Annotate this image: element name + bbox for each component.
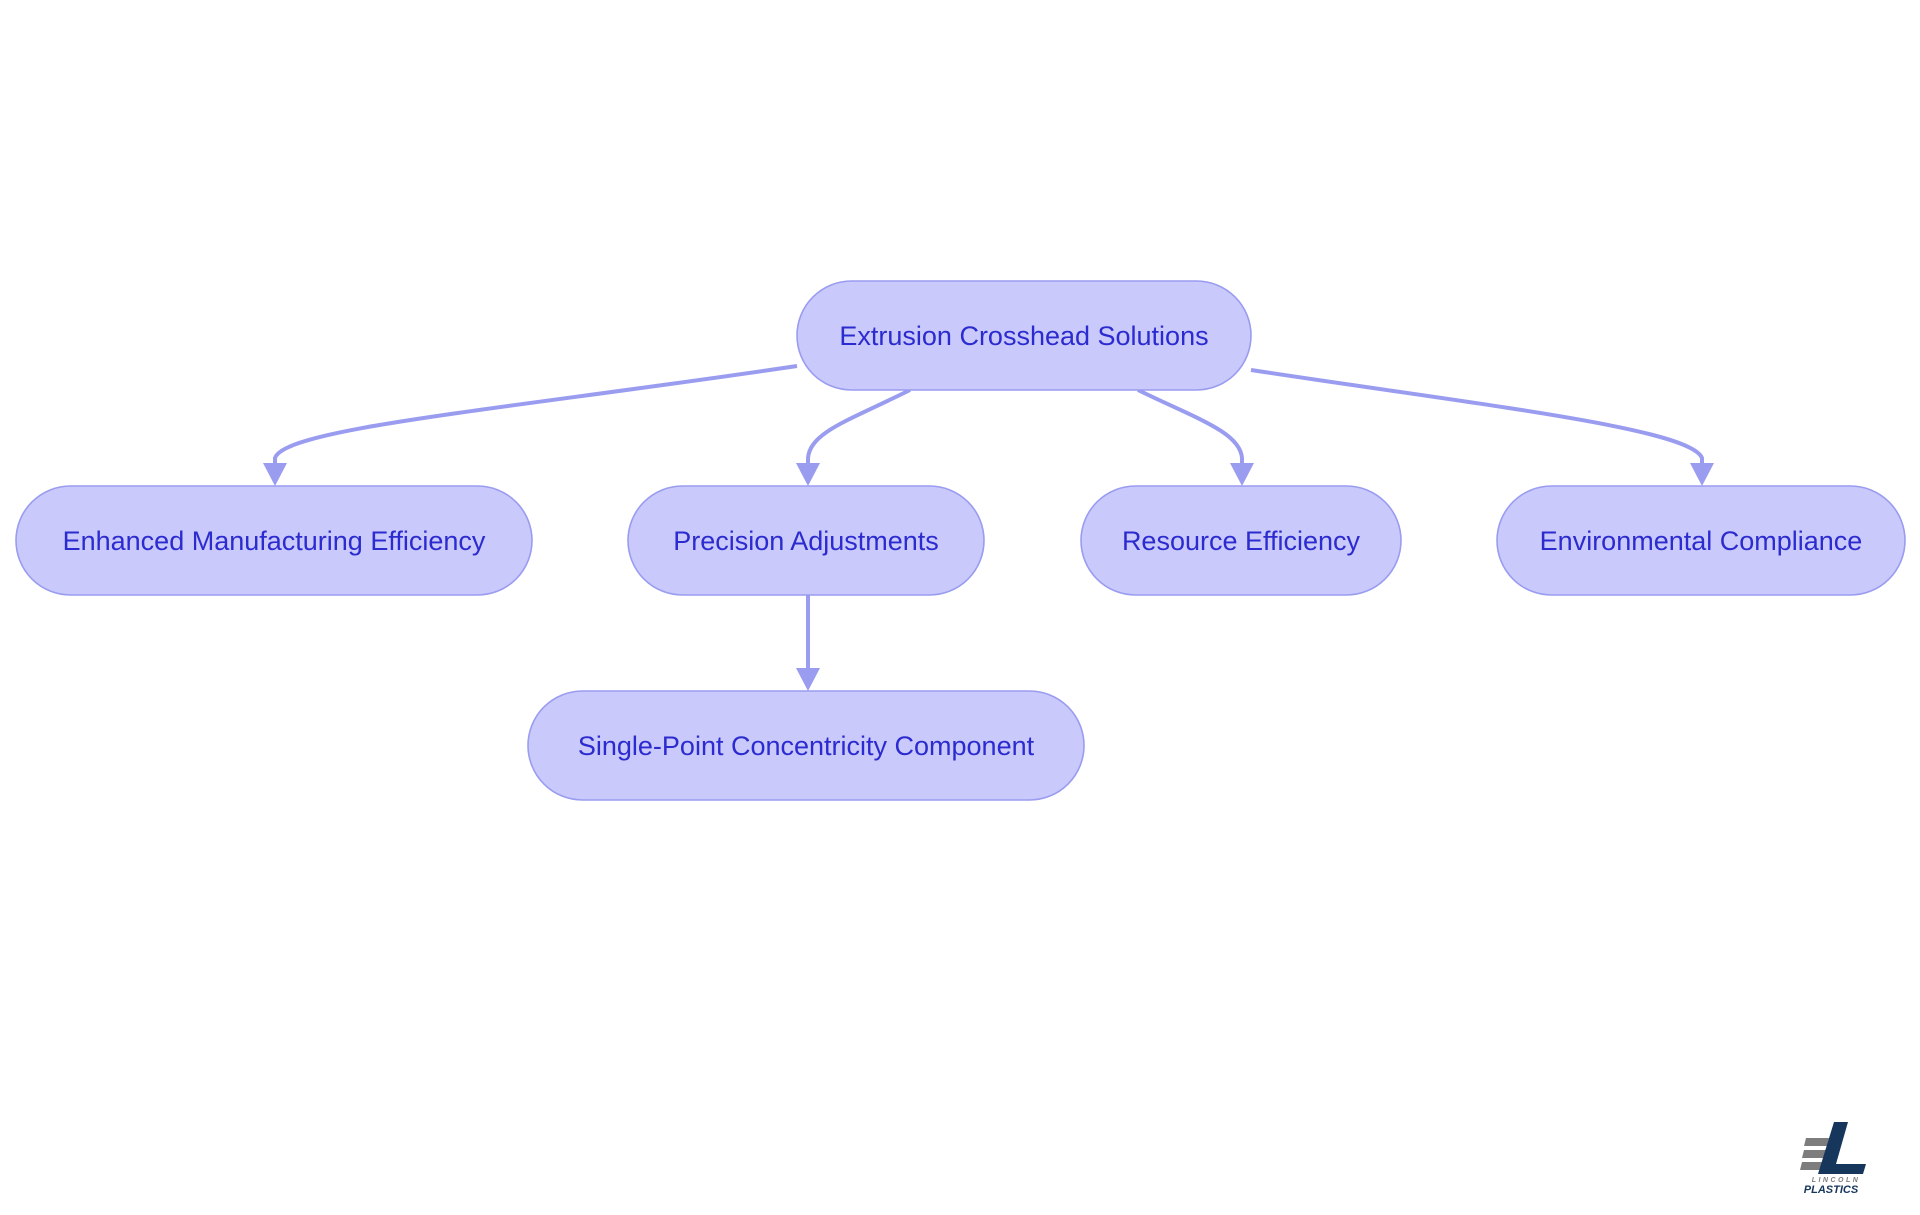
node-root-label: Extrusion Crosshead Solutions — [839, 321, 1208, 351]
edge-root-to-environmental — [1250, 368, 1704, 466]
node-root: Extrusion Crosshead Solutions — [796, 280, 1252, 391]
node-manufacturing-label: Enhanced Manufacturing Efficiency — [63, 526, 486, 556]
arrowhead-manufacturing — [263, 463, 287, 486]
edge-root-to-resource — [1137, 388, 1244, 466]
node-resource-box — [1080, 485, 1402, 596]
edge-root-to-precision — [806, 388, 911, 466]
node-resource: Resource Efficiency — [1080, 485, 1402, 596]
logo-bar-middle — [1802, 1150, 1827, 1158]
node-precision-box — [627, 485, 985, 596]
node-concentricity: Single-Point Concentricity Component — [527, 690, 1085, 801]
arrowhead-concentricity — [796, 668, 820, 691]
arrowhead-environmental — [1690, 463, 1714, 486]
node-root-box — [796, 280, 1252, 391]
node-environmental-box — [1496, 485, 1906, 596]
logo-text-line1: LINCOLN — [1812, 1177, 1861, 1184]
arrowhead-resource — [1230, 463, 1254, 486]
node-precision-label: Precision Adjustments — [673, 526, 939, 556]
logo-bar-top — [1804, 1138, 1829, 1146]
logo-text-line2: PLASTICS — [1804, 1184, 1859, 1196]
lincoln-plastics-logo: LINCOLN PLASTICS — [1800, 1122, 1866, 1196]
node-environmental: Environmental Compliance — [1496, 485, 1906, 596]
node-concentricity-box — [527, 690, 1085, 801]
logo-bar-bottom — [1800, 1162, 1825, 1170]
node-precision: Precision Adjustments — [627, 485, 985, 596]
edges — [263, 364, 1714, 691]
edge-root-to-manufacturing — [273, 364, 798, 466]
logo-letter-l — [1818, 1122, 1866, 1174]
node-concentricity-label: Single-Point Concentricity Component — [578, 731, 1035, 761]
arrowhead-precision — [796, 463, 820, 486]
node-manufacturing: Enhanced Manufacturing Efficiency — [15, 485, 533, 596]
node-environmental-label: Environmental Compliance — [1540, 526, 1863, 556]
node-resource-label: Resource Efficiency — [1122, 526, 1361, 556]
node-manufacturing-box — [15, 485, 533, 596]
